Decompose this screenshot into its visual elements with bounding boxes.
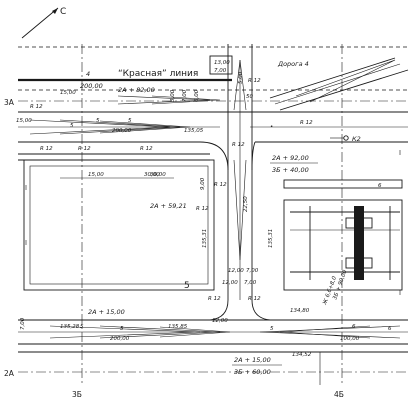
radius-9: R 12	[30, 104, 43, 110]
dim-d21: 9,00	[200, 177, 206, 190]
main-road-bottom: 7,00 135,28 200,00 135,85 134,80 134,52 …	[16, 90, 408, 385]
dim-d25: 12,00	[212, 318, 228, 324]
ramp-label: 6	[378, 183, 382, 189]
north-arrow: С	[21, 7, 66, 39]
radius-6: R 12	[40, 146, 53, 152]
red-line: “Красная” линия 4 200,00	[18, 46, 408, 90]
dim-d3: 15,00	[60, 90, 76, 96]
axis-label-4b: 4Б	[334, 390, 344, 399]
radius-11: R 12	[208, 296, 221, 302]
dim-d20: 22,50	[243, 196, 249, 212]
axis-label-3a: 3А	[4, 98, 15, 107]
radius-5: R 12	[196, 206, 209, 212]
main-road-top	[18, 89, 408, 161]
road-4-label: Дорога 4	[277, 60, 309, 68]
lane-h: 6	[388, 326, 392, 332]
lane-c: 5	[128, 118, 132, 124]
block-number: 4	[86, 70, 90, 78]
lane-f: 5	[270, 326, 274, 332]
chainage-notes: 2А + 82,00 2А + 92,00 3Б + 40,00 2А + 59…	[118, 86, 361, 210]
chainage-left-2a: 2А + 59,21	[150, 202, 187, 210]
cross-road: 13,00 7,00 22,50 12,00 7,00 5,00 R 12 R …	[196, 44, 259, 300]
dim-d11: 135,31	[202, 229, 208, 248]
road-4: Дорога 4 R 12 R 12	[248, 57, 409, 126]
radius-8: R 12	[140, 146, 153, 152]
dim-d18: 15,00	[16, 118, 32, 124]
radius-3: R 12	[232, 142, 245, 148]
dim-d13: 135,85	[168, 324, 188, 330]
dim-d4: 30,00	[150, 172, 166, 178]
radius-10: R 12	[248, 296, 261, 302]
dim-d1: 13,00	[214, 60, 230, 66]
dim-d24: 135,05	[184, 128, 204, 134]
dim-d17: 200,00	[110, 336, 130, 342]
north-arrow-label: С	[60, 7, 66, 17]
point-k1: •	[270, 124, 273, 130]
point-k2: К2	[352, 135, 361, 143]
dim-d15: 134,52	[292, 352, 312, 358]
building-block-5: 15,00 30,00 5 135,31 9,00	[23, 159, 215, 291]
dim-d16: 100,00	[340, 336, 360, 342]
dim-d14: 134,80	[290, 308, 310, 314]
chainage-mid-3b: 3Б + 40,00	[272, 166, 309, 174]
dim-d5: 200,00	[112, 128, 132, 134]
lane-b: 5	[96, 118, 100, 124]
chainage-bottom-2a: 2А + 15,00	[234, 356, 271, 364]
grid-axes: 3А 2А 3Б 4Б	[4, 44, 408, 399]
lane-d: 5	[80, 324, 84, 330]
dim-d9: 7,00	[244, 280, 257, 286]
dim-d7: 30,00	[144, 172, 160, 178]
dim-d22: 12,00	[228, 268, 244, 274]
dim-d10: 135,28	[60, 324, 80, 330]
lane-i: 50	[246, 94, 253, 100]
dim-d2: 7,00	[214, 68, 227, 74]
dim-d19: 7,00	[20, 317, 26, 330]
lane-e: 5	[120, 326, 124, 332]
dim-d26: 5,00	[238, 71, 244, 84]
building-number: 5	[184, 281, 190, 291]
dim-d23: 7,00	[246, 268, 259, 274]
dim-d29: 6,00	[194, 89, 200, 102]
block-length: 200,00	[80, 82, 103, 90]
chainage-mid-2a: 2А + 92,00	[272, 154, 309, 162]
right-structure: 6 135,31 Ж 6,6+8,0 3Б + 90,00	[268, 179, 403, 307]
lane-a: 5	[70, 123, 74, 129]
dim-d28: 7,00	[182, 89, 188, 102]
red-line-title: “Красная” линия	[118, 69, 198, 79]
edge-ticks	[25, 150, 401, 295]
radius-4: R 12	[214, 182, 227, 188]
radius-7: R 12	[78, 146, 91, 152]
dim-d12: 135,31	[268, 229, 274, 248]
top-left-dims: 200,00 R 12 R 12 R 12 5 5 5 3,00 7,00 6,…	[30, 89, 253, 152]
dim-d8: 12,00	[222, 280, 238, 286]
dim-d6: 15,00	[88, 172, 104, 178]
dim-d27: 3,00	[170, 89, 176, 102]
axis-label-3b: 3Б	[72, 390, 82, 399]
chainage-bottom-2a-left: 2А + 15,00	[88, 308, 125, 316]
axis-label-2a: 2А	[4, 369, 15, 378]
radius-1: R 12	[248, 78, 261, 84]
chainage-bottom-3b: 3Б + 60,00	[234, 368, 271, 376]
chainage-top-2a: 2А + 82,00	[118, 86, 155, 94]
radius-2: R 12	[300, 120, 313, 126]
lane-g: 6	[352, 324, 356, 330]
